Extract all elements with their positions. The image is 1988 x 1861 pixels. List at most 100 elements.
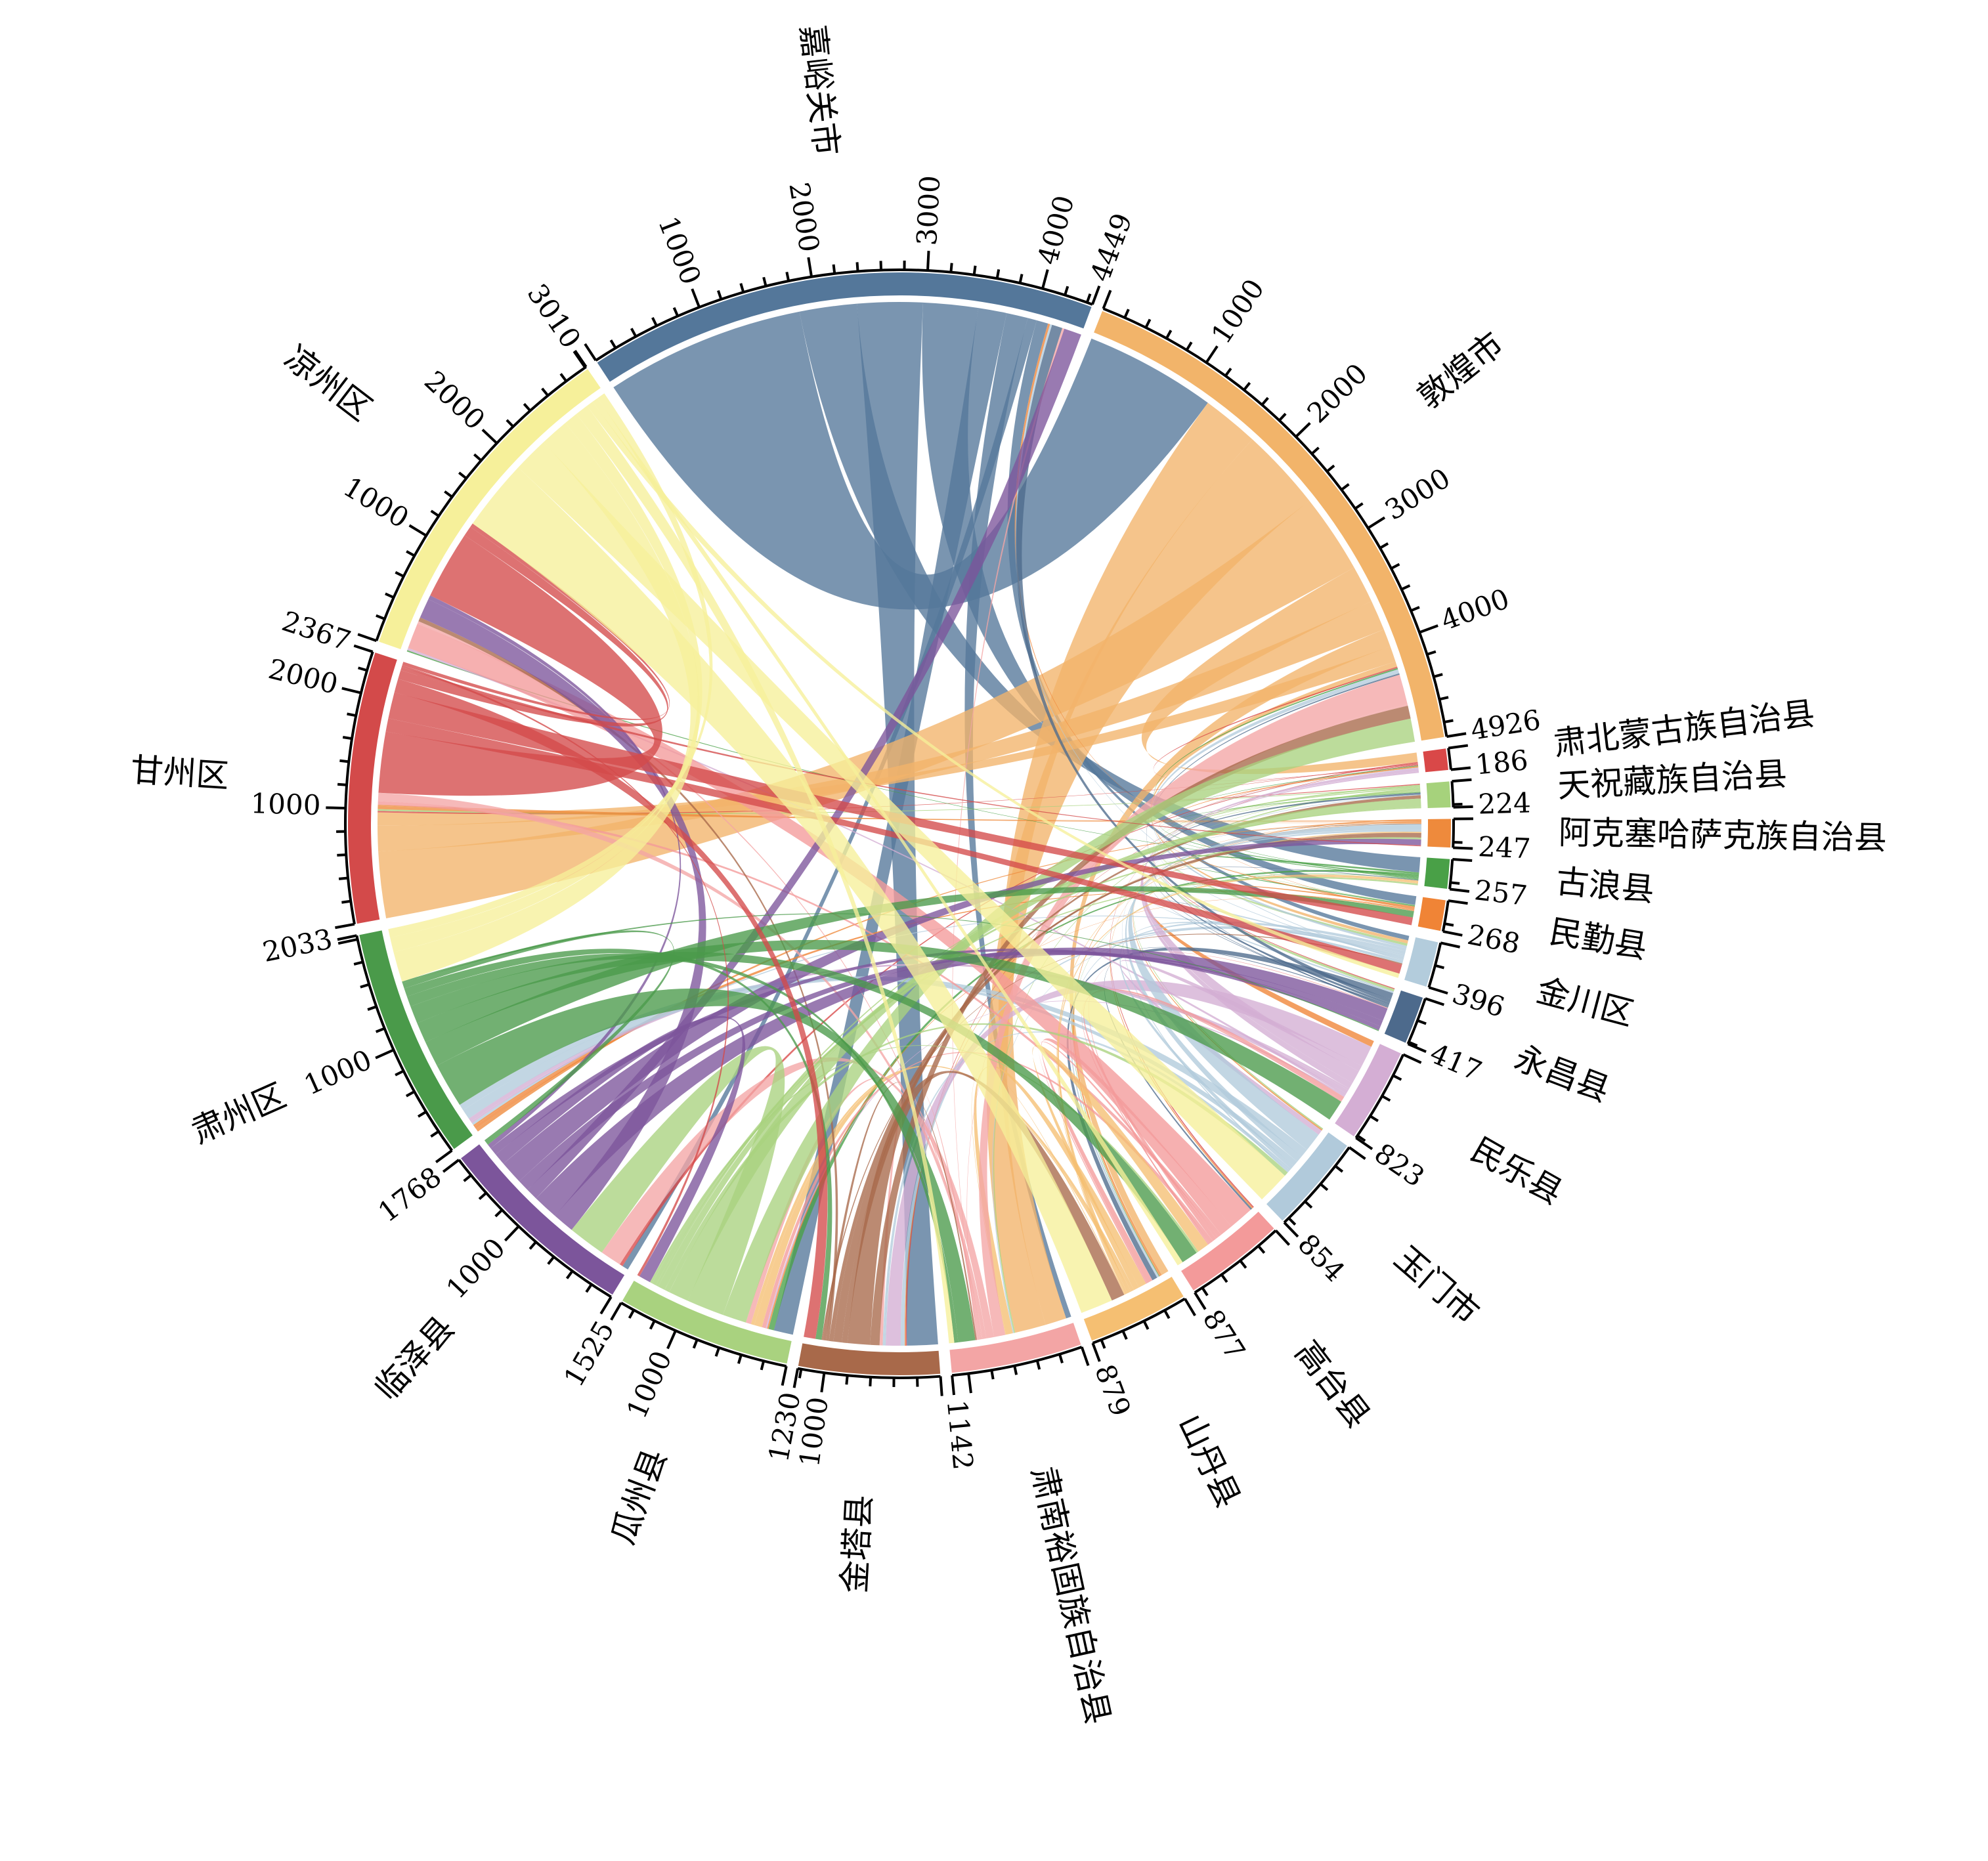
segment-arc	[461, 1144, 625, 1295]
chord-ribbon	[592, 398, 1183, 1266]
segment-axis	[344, 651, 374, 925]
tick-mark	[1274, 1230, 1291, 1246]
segment-total-label: 1142	[941, 1398, 980, 1471]
tick-mark	[820, 1372, 826, 1393]
tick-mark	[1018, 274, 1024, 284]
segment-total-label: 879	[1089, 1360, 1137, 1421]
segment-total-label: 854	[1291, 1228, 1351, 1288]
tick-mark	[1400, 584, 1411, 591]
segment-name-label: 凉州区	[278, 338, 379, 428]
tick-mark	[1450, 766, 1471, 771]
tick-mark	[1440, 941, 1461, 949]
tick-mark	[395, 1069, 404, 1077]
tick-mark	[481, 429, 498, 444]
tick-mark	[375, 1027, 385, 1033]
chord-ribbon	[1152, 792, 1421, 1005]
tick-mark	[406, 550, 416, 557]
tick-mark	[1449, 888, 1470, 893]
segment-total-label: 186	[1474, 744, 1530, 781]
segment-total-label: 1768	[372, 1161, 448, 1229]
tick-mark	[1142, 1320, 1150, 1330]
tick-mark	[1144, 318, 1152, 328]
tick-mark	[473, 453, 483, 461]
tick-mark	[1334, 1165, 1344, 1173]
tick-mark	[367, 1005, 377, 1011]
tick-mark	[1287, 1217, 1297, 1226]
segment-arc	[1083, 1276, 1184, 1341]
tick-mark	[1310, 446, 1320, 455]
segment-total-label: 4449	[1084, 209, 1138, 286]
segment-arc	[1417, 897, 1446, 931]
tick-mark	[1425, 997, 1445, 1006]
tick-mark	[1320, 1183, 1329, 1191]
segment-total-label: 417	[1425, 1037, 1486, 1088]
tick-mark	[430, 509, 440, 517]
tick-mark	[1453, 846, 1473, 850]
tick-mark	[1417, 1019, 1427, 1025]
tick-mark	[967, 1373, 972, 1394]
tick-mark	[1442, 930, 1463, 937]
segment-arc	[379, 369, 601, 650]
tick-mark	[1205, 345, 1219, 364]
segment-axis	[1450, 781, 1455, 807]
segment-ticks	[326, 251, 1473, 1396]
segment-axis	[595, 268, 1093, 362]
tick-label: 2000	[418, 364, 491, 436]
tick-mark	[1379, 542, 1389, 549]
tick-mark	[1091, 286, 1101, 305]
tick-mark	[1261, 396, 1269, 406]
tick-mark	[1452, 778, 1472, 783]
segment-total-label: 268	[1465, 918, 1523, 960]
tick-mark	[1221, 1273, 1228, 1283]
segment-arc	[1404, 937, 1438, 987]
segment-name-label: 玉门市	[1387, 1239, 1486, 1332]
tick-mark	[1121, 1330, 1128, 1340]
tick-mark	[717, 289, 723, 300]
tick-mark	[1438, 696, 1449, 701]
segment-total-label: 1525	[557, 1316, 620, 1392]
tick-mark	[1278, 412, 1287, 421]
chord-ribbon	[613, 311, 1208, 610]
tick-mark	[405, 1090, 416, 1098]
tick-mark	[442, 1159, 460, 1173]
segment-arc	[1426, 781, 1451, 808]
tick-mark	[649, 1320, 656, 1330]
tick-mark	[385, 592, 395, 599]
tick-mark	[1224, 368, 1232, 377]
tick-mark	[832, 264, 836, 274]
tick-mark	[337, 782, 347, 786]
segment-total-label: 2367	[278, 605, 355, 657]
chord-ribbon	[1141, 567, 1418, 775]
segment-name-label: 肃北蒙古族自治县	[1551, 695, 1817, 763]
segment-arc	[1423, 748, 1448, 773]
tick-mark	[1348, 1146, 1366, 1160]
tick-mark	[342, 736, 353, 740]
chord-ribbon	[571, 1046, 785, 1316]
tick-mark	[1408, 1040, 1418, 1047]
tick-label: 2000	[1301, 357, 1374, 429]
tick-mark	[1369, 1115, 1379, 1123]
chord-ribbon	[472, 467, 1112, 1314]
tick-mark	[417, 1110, 427, 1118]
segment-total-label: 396	[1448, 977, 1508, 1023]
tick-mark	[1064, 286, 1070, 296]
segment-name-label: 古浪县	[1555, 862, 1656, 909]
tick-mark	[337, 934, 357, 941]
segment-name-label: 嘉峪关市	[793, 23, 846, 158]
segment-axis	[355, 935, 453, 1151]
tick-mark	[1243, 381, 1251, 391]
tick-mark	[1058, 1354, 1064, 1363]
tick-mark	[1391, 563, 1400, 570]
tick-mark	[1184, 1298, 1196, 1317]
tick-mark	[1100, 1339, 1106, 1349]
tick-mark	[326, 806, 346, 810]
tick-label: 2000	[783, 180, 825, 254]
segment-total-label: 257	[1473, 874, 1528, 912]
tick-mark	[478, 1191, 487, 1201]
tick-mark	[1326, 464, 1335, 473]
tick-mark	[972, 265, 977, 275]
chord-ribbon	[847, 1071, 1125, 1345]
segment-arc	[622, 1281, 792, 1364]
chord-ribbon	[1158, 854, 1419, 907]
tick-mark	[357, 633, 378, 643]
